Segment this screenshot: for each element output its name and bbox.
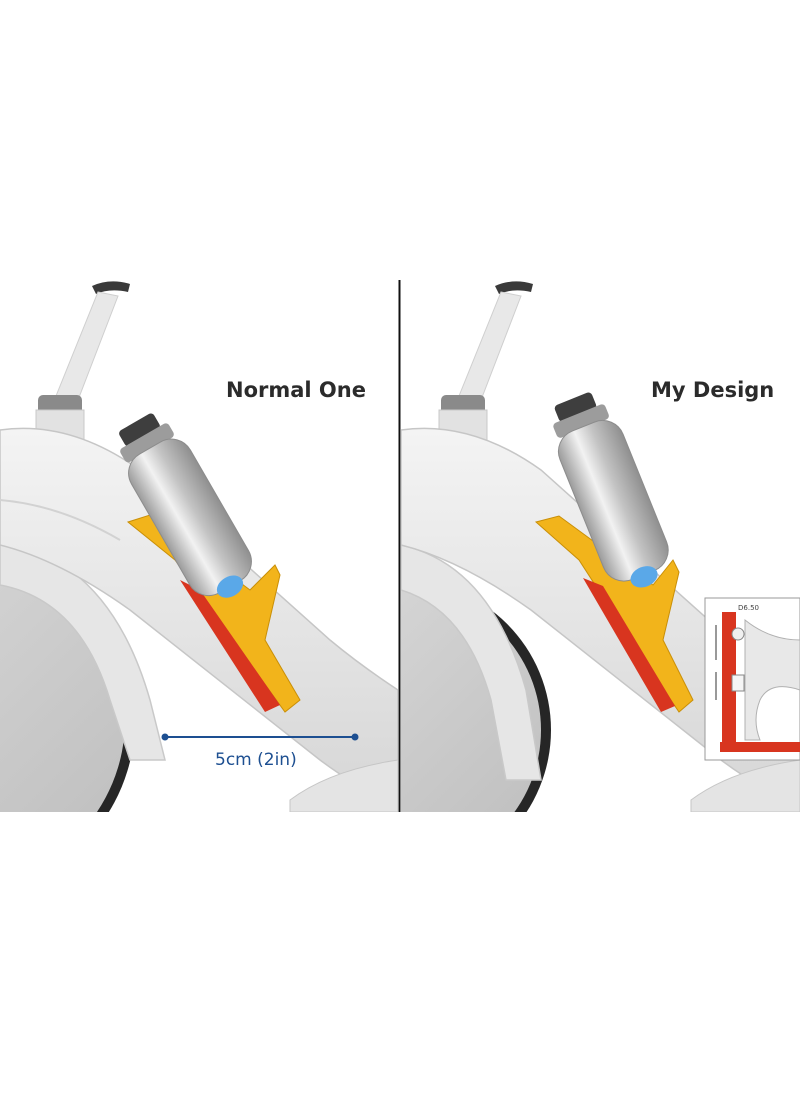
water-bottle-left bbox=[119, 413, 252, 598]
down-tube-left bbox=[0, 427, 398, 806]
measurement-line bbox=[161, 733, 359, 741]
right-panel-scene bbox=[401, 281, 800, 812]
detail-inset bbox=[704, 597, 800, 761]
panel-title-design: My Design bbox=[651, 378, 775, 402]
inset-dimension-label: D6.50 bbox=[738, 604, 759, 612]
handlebar-stem-right bbox=[438, 281, 533, 451]
panel-title-normal: Normal One bbox=[226, 378, 366, 402]
left-panel-scene bbox=[0, 281, 398, 812]
water-bottle-right bbox=[553, 392, 669, 588]
handlebar-stem-left bbox=[35, 281, 130, 451]
front-wheel-left bbox=[0, 549, 135, 812]
measurement-label: 5cm (2in) bbox=[215, 750, 297, 770]
